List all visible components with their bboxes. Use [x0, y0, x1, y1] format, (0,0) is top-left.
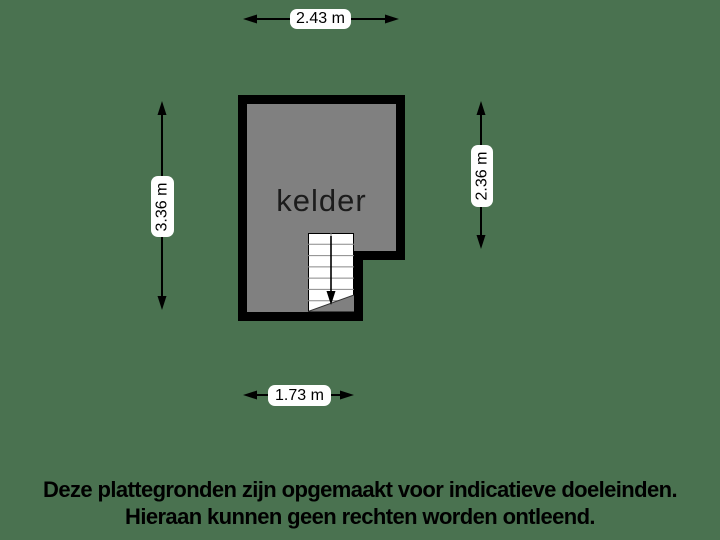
disclaimer-line2: Hieraan kunnen geen rechten worden ontle… [125, 504, 596, 529]
stairs [308, 233, 354, 312]
room-label: kelder [276, 183, 367, 218]
dimension-label-top: 2.43 m [290, 9, 351, 29]
disclaimer: Deze plattegronden zijn opgemaakt voor i… [0, 476, 720, 530]
disclaimer-line1: Deze plattegronden zijn opgemaakt voor i… [43, 477, 678, 502]
dimension-label-bottom: 1.73 m [268, 385, 331, 406]
dimension-label-right: 2.36 m [471, 145, 493, 207]
dimension-label-left: 3.36 m [151, 176, 174, 237]
stairs-direction-arrow-icon [326, 236, 336, 305]
